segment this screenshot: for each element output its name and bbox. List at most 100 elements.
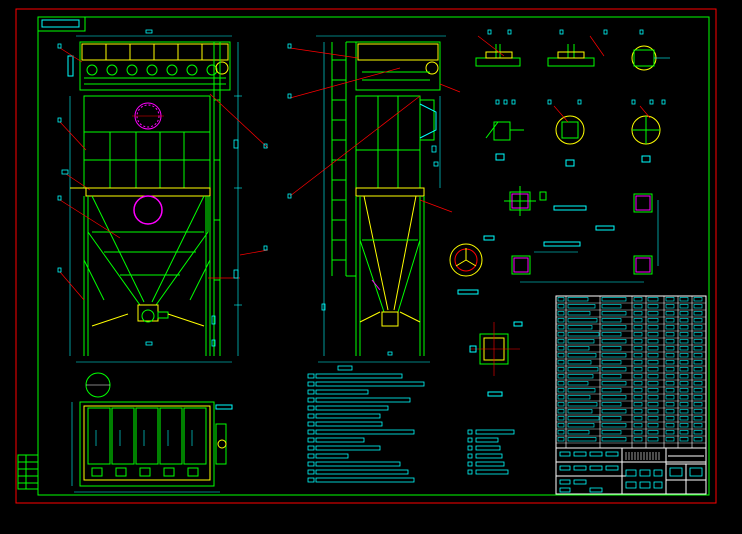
bom-cell-text	[567, 360, 592, 365]
bom-cell-text	[647, 297, 659, 302]
bom-cell-text	[647, 304, 659, 309]
bom-cell-text	[633, 416, 643, 421]
legend-block	[467, 429, 515, 475]
bom-cell-text	[693, 318, 703, 323]
bom-cell-text	[693, 395, 703, 400]
bom-cell-text	[665, 381, 675, 386]
bom-cell-text	[633, 353, 643, 358]
bom-cell-text	[557, 332, 565, 337]
bom-cell-text	[633, 388, 643, 393]
bom-cell-text	[647, 353, 659, 358]
bom-cell-text	[567, 388, 596, 393]
bom-cell-text	[557, 437, 565, 442]
bom-cell-text	[679, 430, 689, 435]
bom-cell-text	[567, 430, 590, 435]
bom-cell-text	[665, 318, 675, 323]
bom-cell-text	[557, 416, 565, 421]
bom-cell-text	[557, 430, 565, 435]
bom-cell-text	[665, 353, 675, 358]
bom-cell-text	[633, 402, 643, 407]
bom-cell-text	[567, 437, 597, 442]
bom-cell-text	[665, 437, 675, 442]
bom-cell-text	[601, 402, 622, 407]
bom-cell-text	[647, 367, 659, 372]
bom-cell-text	[647, 360, 659, 365]
bom-cell-text	[601, 395, 627, 400]
bom-cell-text	[679, 437, 689, 442]
bom-cell-text	[665, 430, 675, 435]
bom-cell-text	[601, 360, 622, 365]
bom-cell-text	[567, 374, 594, 379]
bom-cell-text	[567, 346, 590, 351]
bom-cell-text	[679, 395, 689, 400]
bom-cell-text	[693, 409, 703, 414]
bom-cell-text	[665, 402, 675, 407]
bom-cell-text	[557, 395, 565, 400]
bom-cell-text	[633, 360, 643, 365]
bom-cell-text	[601, 318, 622, 323]
bom-cell-text	[601, 297, 627, 302]
bom-cell-text	[601, 325, 627, 330]
bom-cell-text	[693, 416, 703, 421]
bom-cell-text	[665, 416, 675, 421]
bom-cell-text	[557, 339, 565, 344]
bom-cell-text	[647, 430, 659, 435]
bom-cell-text	[693, 353, 703, 358]
bom-cell-text	[633, 304, 643, 309]
bom-cell-text	[601, 353, 627, 358]
bom-cell-text	[557, 423, 565, 428]
bom-cell-text	[665, 423, 675, 428]
bom-cell-text	[693, 346, 703, 351]
bom-cell-text	[693, 339, 703, 344]
bom-cell-text	[693, 374, 703, 379]
bom-cell-text	[679, 367, 689, 372]
bom-cell-text	[679, 311, 689, 316]
bom-cell-text	[557, 374, 565, 379]
bom-cell-text	[557, 388, 565, 393]
front-elevation	[59, 35, 269, 363]
bom-cell-text	[601, 381, 627, 386]
bom-cell-text	[601, 374, 622, 379]
bom-cell-text	[693, 325, 703, 330]
sheet-frame	[15, 8, 717, 504]
bom-cell-text	[557, 367, 565, 372]
bom-cell-text	[567, 367, 599, 372]
notes-block	[307, 365, 425, 483]
bom-cell-text	[679, 388, 689, 393]
bom-cell-text	[567, 395, 591, 400]
bom-cell-text	[647, 423, 659, 428]
bom-cell-text	[679, 297, 689, 302]
annotation-ticks	[57, 29, 666, 356]
bom-cell-text	[665, 311, 675, 316]
bom-cell-text	[633, 374, 643, 379]
bom-cell-text	[601, 409, 627, 414]
detail-views	[449, 35, 670, 397]
bom-cell-text	[665, 304, 675, 309]
bom-cell-text	[601, 437, 627, 442]
bom-cell-text	[601, 346, 622, 351]
bom-cell-text	[557, 318, 565, 323]
bom-cell-text	[557, 360, 565, 365]
title-block	[555, 447, 707, 495]
bom-cell-text	[557, 346, 565, 351]
bom-cell-text	[557, 325, 565, 330]
bom-cell-text	[601, 423, 627, 428]
bom-cell-text	[633, 297, 643, 302]
bom-cell-text	[679, 353, 689, 358]
drawing-border	[37, 16, 710, 496]
bom-cell-text	[567, 402, 598, 407]
bom-cell-text	[647, 374, 659, 379]
bom-cell-text	[567, 325, 593, 330]
bom-cell-text	[633, 311, 643, 316]
plan-view	[71, 372, 233, 493]
bom-cell-text	[665, 339, 675, 344]
bom-cell-text	[567, 339, 595, 344]
bom-cell-text	[647, 402, 659, 407]
bom-cell-text	[679, 416, 689, 421]
bom-cell-text	[567, 353, 597, 358]
border-corner-tag-inner	[41, 19, 80, 28]
bom-cell-text	[557, 353, 565, 358]
bom-cell-text	[557, 304, 565, 309]
bom-cell-text	[693, 388, 703, 393]
